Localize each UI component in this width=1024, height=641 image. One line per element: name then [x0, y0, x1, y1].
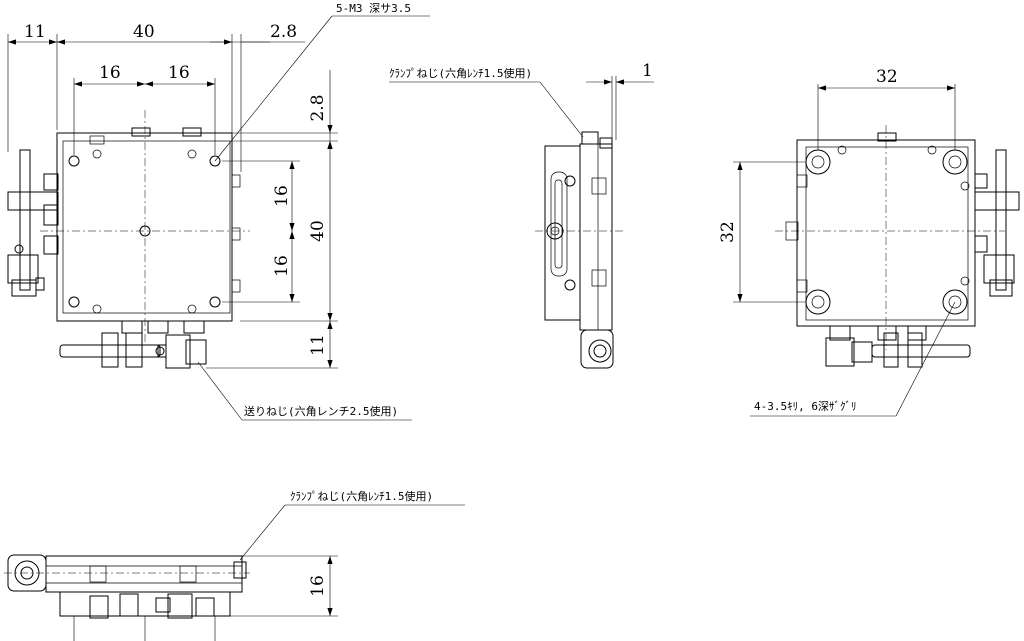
note-feed-screw: 送りねじ(六角レンチ2.5使用) — [244, 404, 398, 418]
side-knob — [580, 329, 614, 369]
tapped-hole — [68, 296, 80, 308]
stage-top-plate — [62, 140, 231, 314]
counterbore — [942, 289, 968, 315]
counterbore — [805, 149, 831, 175]
dim-front-height: 16 — [308, 575, 328, 597]
dim-pitch-left: 16 — [99, 63, 121, 83]
feed-screw-shaft — [59, 344, 161, 358]
dim-width: 40 — [133, 22, 155, 42]
dim-side-offset: 1 — [642, 61, 653, 81]
left-shaft — [19, 149, 31, 291]
dim-pitch-right: 16 — [168, 63, 190, 83]
note-tapped-holes: 5-M3 深サ3.5 — [336, 2, 411, 15]
feed-knob — [165, 334, 191, 369]
bottom-view: 32 32 4-3.5ｷﾘ, 6深ｻﾞｸﾞﾘ — [718, 67, 1020, 417]
tapped-hole — [209, 155, 221, 167]
right-shaft — [995, 149, 1007, 291]
dim-bottom-width: 32 — [876, 67, 898, 87]
dim-right-offset: 2.8 — [270, 22, 297, 42]
dim-bottom-height: 32 — [718, 221, 738, 243]
dim-top-offset: 2.8 — [308, 94, 328, 121]
counterbore — [942, 149, 968, 175]
note-side-clamp-screw: ｸﾗﾝﾌﾟねじ(六角ﾚﾝﾁ1.5使用) — [389, 67, 532, 80]
counterbore — [805, 289, 831, 315]
left-knob — [7, 254, 39, 284]
note-front-clamp-screw: ｸﾗﾝﾌﾟねじ(六角ﾚﾝﾁ1.5使用) — [290, 490, 433, 503]
side-view: 1 ｸﾗﾝﾌﾟねじ(六角ﾚﾝﾁ1.5使用) — [389, 61, 654, 369]
top-view: 11 40 2.8 16 16 2.8 16 16 40 — [7, 2, 430, 421]
dim-bottom-offset: 11 — [308, 334, 328, 356]
dim-height: 40 — [308, 220, 328, 242]
tapped-hole — [209, 296, 221, 308]
tapped-hole — [139, 225, 151, 237]
tapped-hole — [68, 155, 80, 167]
dim-left-offset: 11 — [24, 22, 46, 42]
dim-pitch-upper: 16 — [272, 185, 292, 207]
dim-pitch-lower: 16 — [272, 255, 292, 277]
front-body — [45, 555, 243, 593]
stage-body-outline — [56, 132, 233, 322]
note-counterbore: 4-3.5ｷﾘ, 6深ｻﾞｸﾞﾘ — [754, 400, 856, 413]
front-view: 16 ｸﾗﾝﾌﾟねじ(六角ﾚﾝﾁ1.5使用) — [4, 490, 465, 641]
